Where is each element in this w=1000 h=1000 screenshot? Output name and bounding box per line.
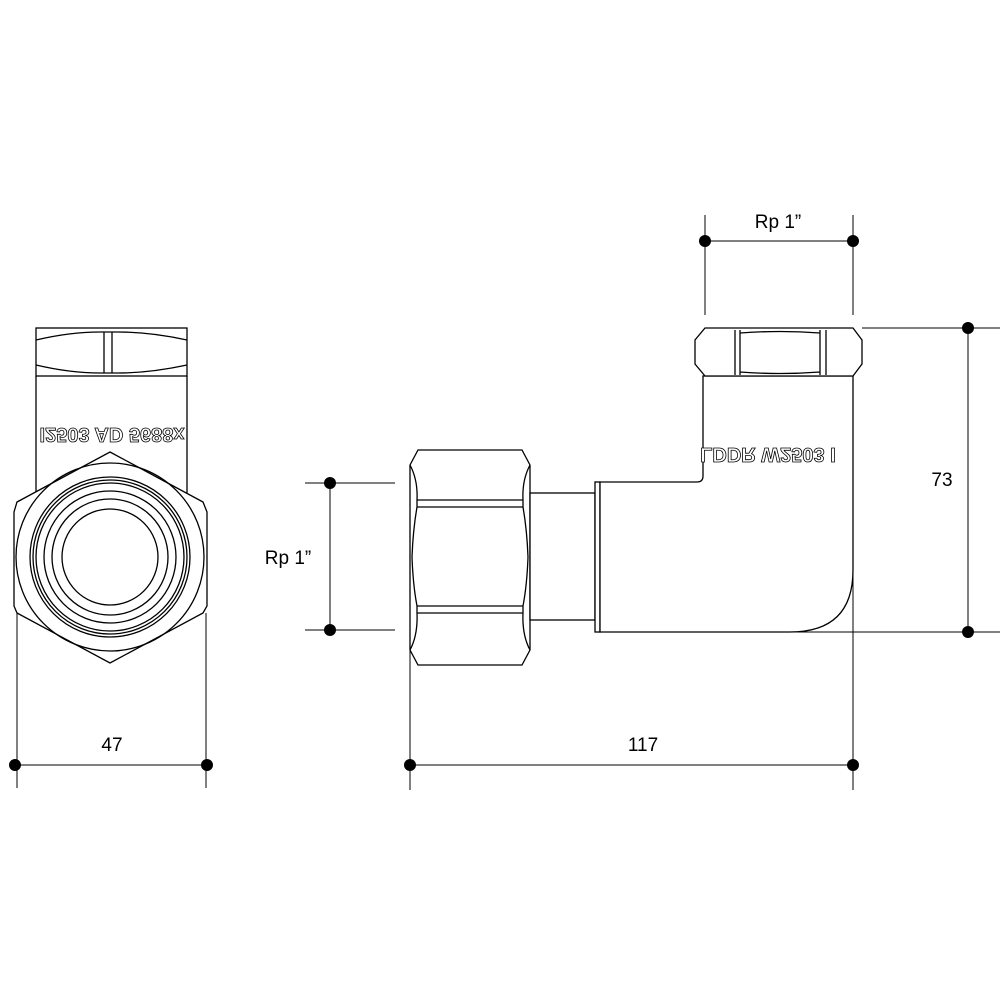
side-view-marking: LDDR W2503 I xyxy=(700,443,836,465)
end-view-hex xyxy=(13,451,208,664)
dimension-thread-top-label: Rp 1” xyxy=(755,212,801,233)
bore xyxy=(61,508,159,606)
side-view: LDDR W2503 I xyxy=(409,327,863,666)
dimension-height: 73 xyxy=(790,322,1000,638)
end-view-marking: I2503 AD 5688x xyxy=(40,423,185,445)
union-nut xyxy=(409,449,531,666)
dimension-width-label: 47 xyxy=(101,735,122,756)
dimension-width: 47 xyxy=(9,613,213,788)
dimension-thread-side-label: Rp 1” xyxy=(265,548,311,569)
dimension-length: 117 xyxy=(404,570,859,790)
dimension-thread-side: Rp 1” xyxy=(265,477,395,636)
dimension-thread-top: Rp 1” xyxy=(699,212,859,315)
dimension-height-label: 73 xyxy=(931,470,952,491)
dimension-length-label: 117 xyxy=(628,735,658,756)
elbow-body xyxy=(599,375,854,633)
end-view: I2503 AD 5688x xyxy=(13,327,208,664)
top-nut xyxy=(694,327,863,377)
